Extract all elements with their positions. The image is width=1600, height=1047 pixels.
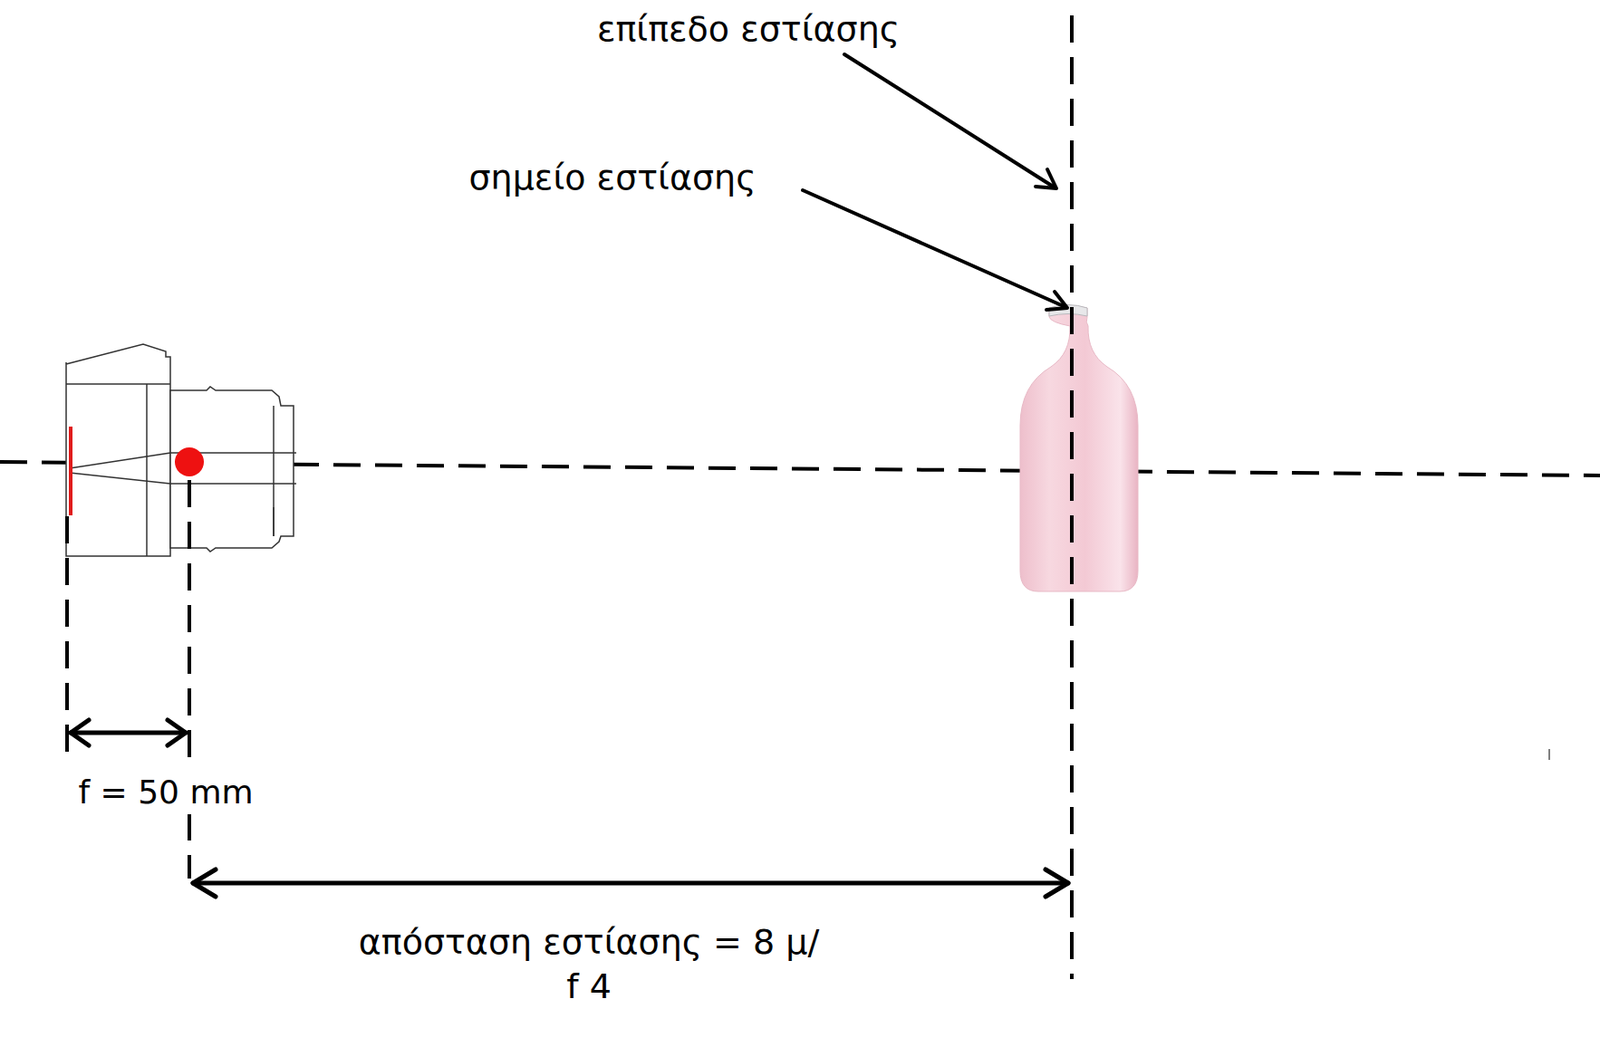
leader-arrow (802, 190, 1068, 310)
dimension-arrow (70, 720, 186, 746)
extension-line (187, 480, 192, 879)
leader-arrow (844, 54, 1057, 189)
milk-bottle (1020, 306, 1138, 593)
focal-plane (1069, 15, 1074, 980)
dimension-arrow (192, 869, 1069, 897)
lens-optical-centre (174, 447, 204, 477)
dimension-label: f = 50 mm (73, 771, 259, 815)
tick-mark (1548, 749, 1551, 761)
camera-drawing (66, 344, 297, 557)
extension-line (65, 516, 69, 762)
plane-label: επίπεδο εστίασης (592, 7, 906, 52)
point-label: σημείο εστίασης (464, 155, 762, 201)
dimension-label: απόσταση εστίασης = 8 μ/ f 4 (353, 920, 825, 1011)
sensor-plane (68, 426, 73, 516)
